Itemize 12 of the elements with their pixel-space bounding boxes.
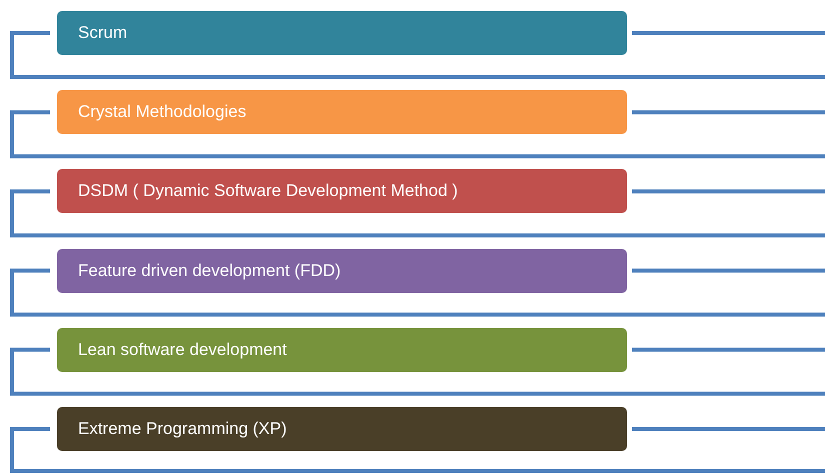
item-bar xyxy=(57,169,627,214)
item-bar xyxy=(57,90,627,134)
item-label: Scrum xyxy=(78,23,128,43)
item-bar xyxy=(57,11,627,55)
item-label: DSDM ( Dynamic Software Development Method ) xyxy=(78,181,458,202)
item-bar xyxy=(57,248,627,293)
item-label: Feature driven development (FDD) xyxy=(78,260,341,281)
item-label: Extreme Programming (XP) xyxy=(78,419,287,439)
item-label: Crystal Methodologies xyxy=(78,102,246,122)
item-bar xyxy=(57,328,627,372)
item-label: Lean software development xyxy=(78,340,287,360)
item-bar xyxy=(57,407,627,451)
